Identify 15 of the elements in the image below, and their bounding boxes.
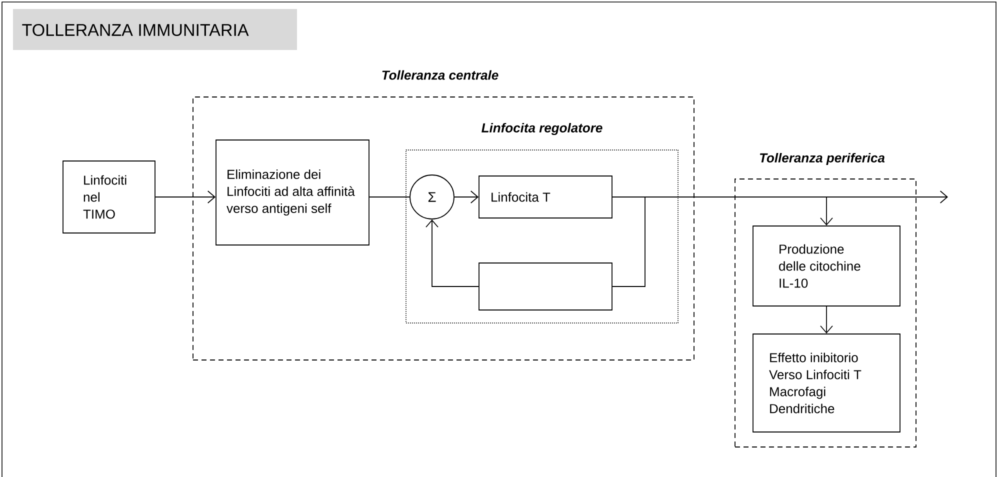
process-box: Linfocita T xyxy=(478,176,612,218)
arrow xyxy=(612,196,833,226)
process-box: Effetto inibitorio Verso Linfociti T Macrofagi Dendritiche xyxy=(752,334,900,432)
empty-box xyxy=(478,262,612,310)
group-heading: Linfocita regolatore xyxy=(482,122,602,136)
process-box: Linfociti nel TIMO xyxy=(62,160,156,234)
group-heading: Tolleranza centrale xyxy=(382,70,498,80)
process-box: Eliminazione dei Linfociti ad alta affinità verso antigeni self xyxy=(216,140,370,246)
arrow xyxy=(155,190,216,204)
title-banner: TOLLERANZA IMMUNITARIA xyxy=(13,9,297,50)
arrow xyxy=(454,190,479,204)
arrow xyxy=(820,306,833,334)
group-heading: Tolleranza periferica xyxy=(760,152,885,166)
process-box: Produzione delle citochine IL-10 xyxy=(752,226,900,306)
arrow xyxy=(426,219,479,287)
